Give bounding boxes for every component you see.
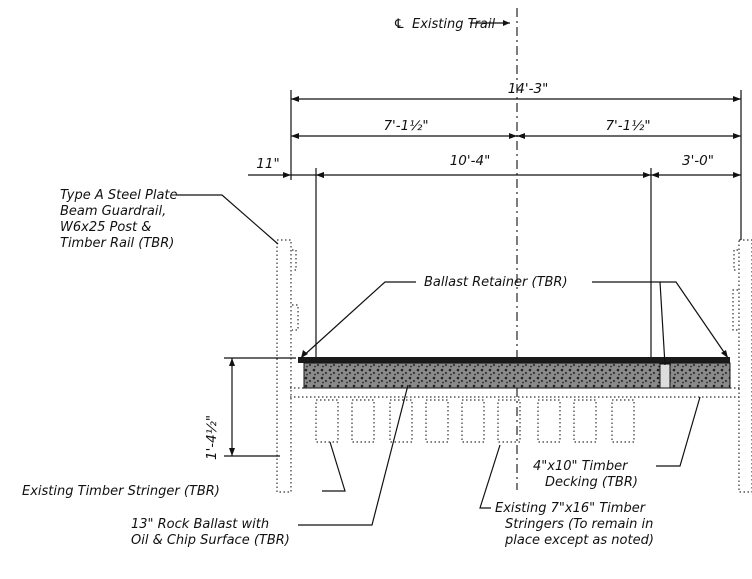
callout-decking: 4"x10" Timber Decking (TBR)	[533, 396, 701, 490]
dim-inner: 10'-4" 3'-0"	[315, 153, 741, 372]
decking-line-2: Decking (TBR)	[545, 475, 638, 490]
dim-overall-text: 14'-3"	[508, 81, 549, 97]
decking-line-1: 4"x10" Timber	[533, 459, 629, 474]
ballast-retainer-block	[659, 363, 671, 389]
dim-right-gap-text: 3'-0"	[682, 153, 714, 169]
dim-inner-text: 10'-4"	[450, 153, 491, 169]
dim-offset-text: 11"	[256, 156, 279, 172]
left-guardrail-post	[276, 239, 292, 493]
ballast-retainer-top	[298, 357, 730, 363]
existing-stringer-leader	[322, 441, 346, 492]
stringer	[315, 399, 339, 443]
dim-overall-ext	[290, 90, 742, 240]
callout-rock-ballast: 13" Rock Ballast with Oil & Chip Surface…	[131, 384, 409, 548]
dim-left-half-text: 7'-1½"	[383, 118, 428, 134]
callout-guardrail: Type A Steel Plate Beam Guardrail, W6x25…	[60, 188, 279, 251]
stringer	[461, 399, 485, 443]
guardrail-line-3: W6x25 Post &	[60, 220, 151, 235]
guardrail-line-4: Timber Rail (TBR)	[60, 236, 174, 251]
stringer	[573, 399, 597, 443]
guardrail-line-2: Beam Guardrail,	[60, 204, 166, 219]
existing-stringers-line-1: Existing 7"x16" Timber	[495, 501, 647, 516]
right-guardrail-post	[738, 239, 752, 493]
existing-stringers-leader	[479, 444, 501, 509]
stringer	[425, 399, 449, 443]
centerline: ℄ Existing Trail	[393, 8, 518, 490]
ballast-retainer-label: Ballast Retainer (TBR)	[424, 275, 568, 290]
centerline-label: Existing Trail	[412, 17, 495, 32]
guardrail-posts	[276, 239, 752, 493]
guardrail-line-1: Type A Steel Plate	[60, 188, 178, 203]
stringers	[315, 399, 635, 443]
rock-ballast-line-1: 13" Rock Ballast with	[131, 517, 269, 532]
timber-decking	[290, 387, 741, 398]
stringer	[537, 399, 561, 443]
existing-stringers-line-2: Stringers (To remain in	[505, 517, 653, 532]
centerline-arrow	[503, 20, 510, 26]
callout-existing-stringer: Existing Timber Stringer (TBR)	[22, 441, 346, 499]
ballast-retainer-leader-left	[300, 281, 416, 359]
callout-existing-stringers: Existing 7"x16" Timber Stringers (To rem…	[479, 444, 654, 548]
dim-right-half-text: 7'-1½"	[605, 118, 650, 134]
rock-ballast	[303, 362, 731, 389]
guardrail-leader	[176, 194, 279, 245]
stringer	[611, 399, 635, 443]
stringer	[389, 399, 413, 443]
centerline-symbol: ℄	[393, 17, 405, 32]
dim-height-text: 1'-4½"	[204, 415, 220, 460]
stringer	[351, 399, 375, 443]
dim-height: 1'-4½"	[204, 357, 296, 460]
ballast-retainer-leader-mid	[592, 281, 666, 366]
rock-ballast-line-2: Oil & Chip Surface (TBR)	[131, 533, 290, 548]
dim-overall: 14'-3"	[290, 81, 742, 240]
rock-ballast-leader	[298, 384, 409, 526]
decking-leader	[656, 396, 701, 467]
existing-stringers-line-3: place except as noted)	[504, 533, 654, 548]
existing-stringer-label: Existing Timber Stringer (TBR)	[22, 484, 220, 499]
callout-ballast-retainer: Ballast Retainer (TBR)	[300, 275, 729, 366]
ballast-retainer-leader-right	[660, 281, 729, 359]
deck-section	[290, 357, 741, 398]
dim-inner-ext	[315, 168, 652, 372]
dim-offset: 11"	[248, 156, 324, 178]
dim-halves: 7'-1½" 7'-1½"	[291, 118, 741, 139]
